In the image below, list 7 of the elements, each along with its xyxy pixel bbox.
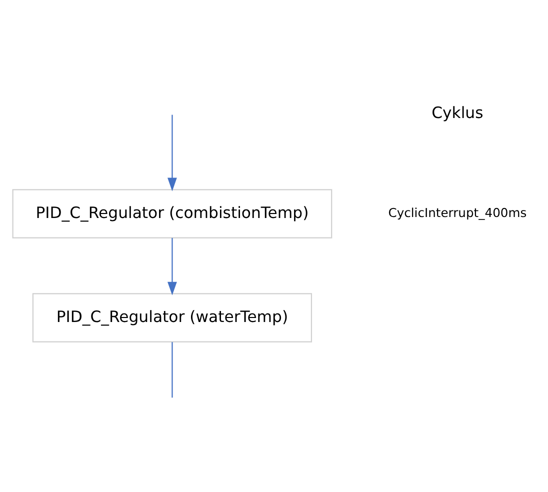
arrow: [168, 238, 177, 296]
label: Cyklus: [432, 102, 484, 122]
label: CyclicInterrupt_400ms: [388, 206, 527, 220]
connector: [172, 342, 173, 398]
node-box: PID_C_Regulator (combistionTemp): [12, 189, 332, 238]
node-box: PID_C_Regulator (waterTemp): [32, 293, 312, 342]
arrow: [168, 114, 177, 192]
